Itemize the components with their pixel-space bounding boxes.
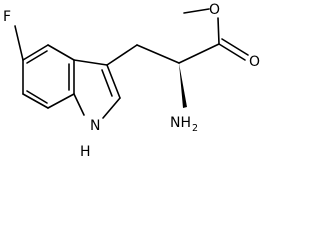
ester-oxygen-label: O: [209, 2, 220, 18]
bond-c4-c5: [47, 44, 75, 61]
pyrrole-ring: [73, 59, 121, 119]
amine-subscript: 2: [192, 123, 198, 134]
benzene-ring: [22, 44, 75, 109]
bond-o-methyl: [183, 8, 210, 14]
bond-cb-ca: [136, 44, 180, 64]
bond-c-o-double-1: [218, 43, 246, 61]
bond-c3-cb: [106, 44, 138, 66]
bond-c7-c8-double: [26, 90, 48, 104]
carbonyl-oxygen-label: O: [249, 54, 260, 70]
bond-c-o-double-2: [221, 38, 249, 56]
indole-hydrogen-label: H: [80, 144, 91, 160]
amine-label: NH: [170, 115, 191, 131]
fluorine-label: F: [3, 9, 11, 25]
bond-c2-n1: [102, 97, 121, 119]
bond-c6-f: [14, 25, 24, 61]
bond-c-o-ester: [217, 17, 220, 45]
chemical-structure: F N H NH 2 O O: [3, 2, 260, 160]
indole-nitrogen-label: N: [90, 118, 100, 134]
bond-n1-c9: [73, 93, 85, 116]
bond-c5-c6: [22, 44, 49, 61]
bond-c8-c9: [47, 93, 75, 109]
bond-c4-c3: [73, 59, 108, 66]
bond-c3-c2-double: [101, 69, 113, 97]
bond-ca-ccarbonyl: [178, 43, 220, 64]
bond-c5-c6-double: [26, 50, 48, 64]
stereo-wedge-bond: [179, 63, 187, 108]
bond-c7-c8: [22, 93, 49, 109]
bond-c3-c2: [106, 64, 121, 99]
